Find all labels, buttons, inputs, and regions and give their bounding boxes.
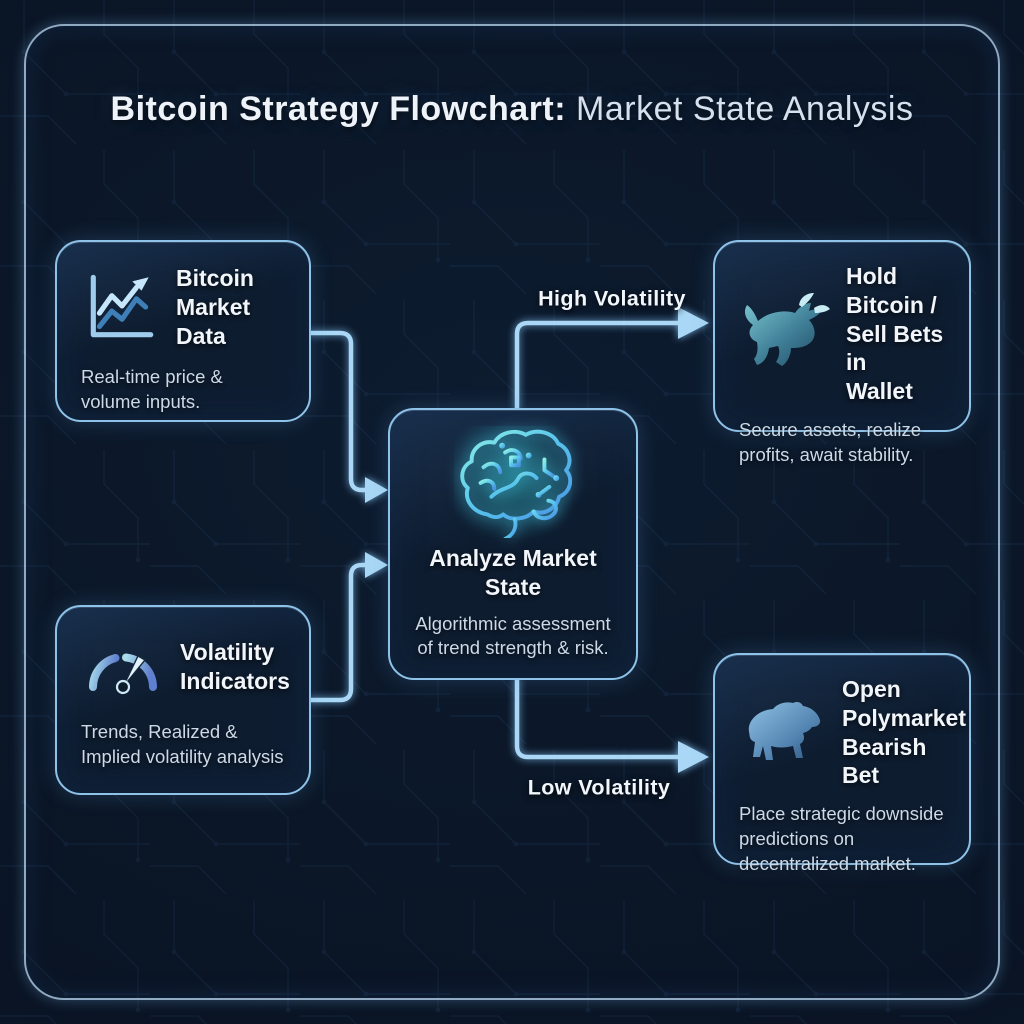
node-bitcoin-market-data: Bitcoin Market Data Real-time price & vo… xyxy=(55,240,311,422)
edge-label-high-volatility: High Volatility xyxy=(538,286,686,311)
circuit-brain-icon xyxy=(454,426,572,538)
arrowhead-icon xyxy=(678,741,709,773)
edge-label-low-volatility: Low Volatility xyxy=(527,775,671,800)
node-description: Trends, Realized & Implied volatility an… xyxy=(81,721,284,767)
node-heading: Analyze Market State xyxy=(429,545,597,600)
node-analyze-market-state: Analyze Market State Algorithmic assessm… xyxy=(388,408,638,680)
node-heading: Open Polymarket Bearish Bet xyxy=(842,676,967,789)
arrowhead-icon xyxy=(365,477,388,503)
arrowhead-icon xyxy=(365,552,388,578)
bull-icon xyxy=(739,290,831,378)
node-hold-bitcoin-sell-bets: Hold Bitcoin / Sell Bets in Wallet Secur… xyxy=(713,240,971,465)
node-heading: Volatility Indicators xyxy=(180,639,290,694)
node-heading: Hold Bitcoin / Sell Bets in Wallet xyxy=(846,263,944,404)
node-description: Secure assets, realize profits, await st… xyxy=(739,418,922,465)
connector-analyze-to-hold-high-volatility xyxy=(514,307,709,412)
bear-icon xyxy=(739,695,827,771)
page-title-primary: Bitcoin Strategy Flowchart: xyxy=(110,90,567,128)
page-title-secondary: Market State Analysis xyxy=(566,90,914,128)
node-open-polymarket-bearish-bet: Open Polymarket Bearish Bet Place strate… xyxy=(713,653,971,874)
connector-volatility-to-analyze xyxy=(308,552,388,703)
arrowhead-icon xyxy=(678,307,709,339)
node-description: Place strategic downside predictions on … xyxy=(739,803,944,874)
node-description: Algorithmic assessment of trend strength… xyxy=(415,612,611,659)
gauge-icon xyxy=(81,629,165,705)
page-title: Bitcoin Strategy Flowchart: Market State… xyxy=(0,90,1024,129)
connector-analyze-to-bearish-low-volatility xyxy=(514,676,709,773)
node-heading: Bitcoin Market Data xyxy=(176,265,254,349)
node-volatility-indicators: Volatility Indicators Trends, Realized &… xyxy=(55,605,311,795)
line-chart-icon xyxy=(81,267,161,347)
node-description: Real-time price & volume inputs. xyxy=(81,366,223,413)
connector-market-data-to-analyze xyxy=(308,330,388,503)
